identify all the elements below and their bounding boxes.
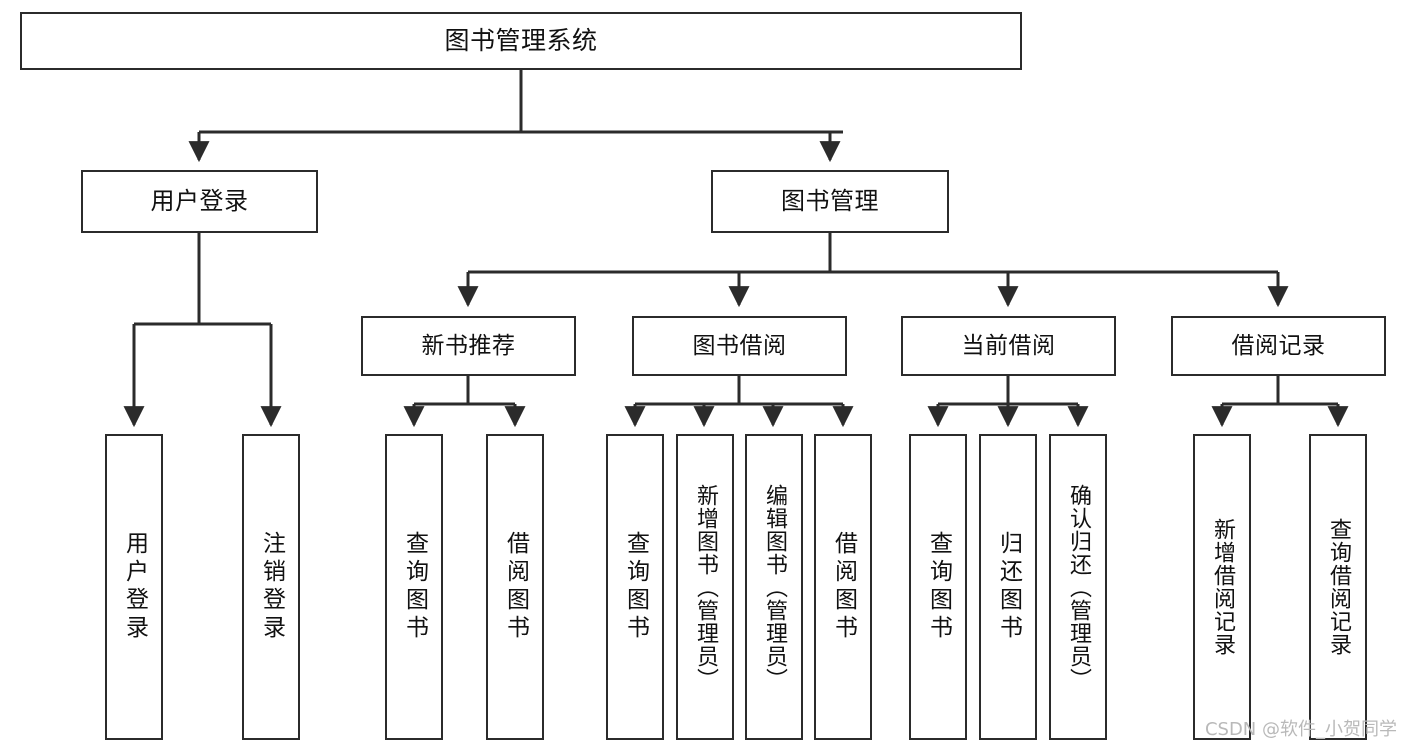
node-leaf-user-login[interactable]: 用户登录 [105,434,163,740]
node-leaf-query-book-3[interactable]: 查询图书 [909,434,967,740]
edge-recommend-to-leaves [403,376,526,428]
edge-root-to-level2 [188,70,843,163]
node-leaf-query-record-label: 查询借阅记录 [1326,518,1351,656]
node-user-login-label: 用户登录 [150,186,249,215]
node-leaf-edit-book[interactable]: 编辑图书（管理员） [745,434,803,740]
node-leaf-borrow-book-1[interactable]: 借阅图书 [486,434,544,740]
node-user-login[interactable]: 用户登录 [81,170,318,233]
node-leaf-confirm-return-label: 确认归还（管理员） [1066,483,1091,691]
node-borrow-record-label: 借阅记录 [1231,332,1326,359]
csdn-watermark: CSDN @软件_小贺同学 [1204,719,1397,740]
node-root-label: 图书管理系统 [444,25,598,55]
node-leaf-add-book-label: 新增图书（管理员） [693,483,718,691]
node-leaf-query-book-1-label: 查询图书 [401,531,428,643]
edge-borrow-to-leaves [624,376,854,428]
node-leaf-query-book-3-label: 查询图书 [925,531,952,643]
node-leaf-borrow-book-2[interactable]: 借阅图书 [814,434,872,740]
node-leaf-add-record[interactable]: 新增借阅记录 [1193,434,1251,740]
node-borrow-record[interactable]: 借阅记录 [1171,316,1386,376]
node-leaf-borrow-book-2-label: 借阅图书 [830,531,857,643]
node-leaf-confirm-return[interactable]: 确认归还（管理员） [1049,434,1107,740]
node-leaf-edit-book-label: 编辑图书（管理员） [762,483,787,691]
node-leaf-query-book-1[interactable]: 查询图书 [385,434,443,740]
node-leaf-query-book-2-label: 查询图书 [622,531,649,643]
edge-bookmanage-to-level3 [457,233,1289,308]
node-current-borrow-label: 当前借阅 [961,332,1056,359]
edge-record-to-leaves [1211,376,1349,428]
node-new-book-recommend-label: 新书推荐 [421,332,516,359]
edge-userlogin-to-leaves [123,233,282,428]
node-book-manage-label: 图书管理 [781,186,879,215]
node-leaf-user-login-label: 用户登录 [121,531,148,643]
node-leaf-logout-login[interactable]: 注销登录 [242,434,300,740]
node-leaf-logout-login-label: 注销登录 [258,531,285,643]
node-leaf-query-book-2[interactable]: 查询图书 [606,434,664,740]
node-new-book-recommend[interactable]: 新书推荐 [361,316,576,376]
node-leaf-add-record-label: 新增借阅记录 [1210,518,1235,656]
node-root[interactable]: 图书管理系统 [20,12,1022,70]
node-leaf-add-book[interactable]: 新增图书（管理员） [676,434,734,740]
node-book-borrow-label: 图书借阅 [692,332,787,359]
node-leaf-return-book-label: 归还图书 [995,531,1022,643]
node-current-borrow[interactable]: 当前借阅 [901,316,1116,376]
node-book-manage[interactable]: 图书管理 [711,170,949,233]
node-leaf-return-book[interactable]: 归还图书 [979,434,1037,740]
node-book-borrow[interactable]: 图书借阅 [632,316,847,376]
node-leaf-query-record[interactable]: 查询借阅记录 [1309,434,1367,740]
edge-current-to-leaves [927,376,1089,428]
node-leaf-borrow-book-1-label: 借阅图书 [502,531,529,643]
